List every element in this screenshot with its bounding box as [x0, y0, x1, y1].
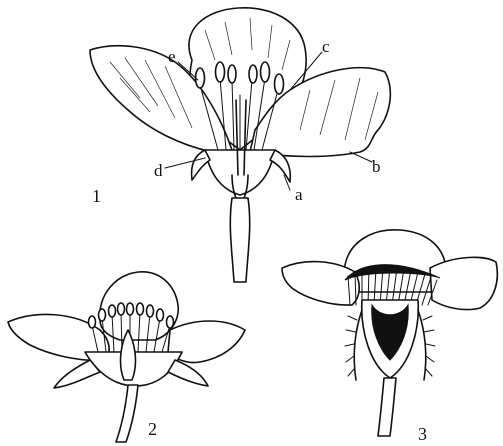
flower-1: a b c d e 1 [90, 8, 390, 282]
label-b: b [372, 157, 381, 176]
flower-2: 2 [8, 272, 245, 442]
label-a: a [295, 185, 303, 204]
flower-1-pedicel [230, 198, 249, 282]
flower-3: 3 [282, 230, 497, 444]
label-d: d [154, 161, 163, 180]
flower-2-sepal-left [54, 360, 100, 388]
flower-3-right-petal [430, 257, 497, 309]
figure-number-1: 1 [92, 186, 101, 206]
figure-number-2: 2 [148, 419, 157, 439]
label-c: c [322, 37, 330, 56]
flower-2-pedicel [116, 385, 138, 442]
figure-number-3: 3 [418, 424, 427, 444]
flower-3-pedicel [378, 378, 396, 436]
flower-1-hypanthium [205, 150, 275, 195]
flower-2-sepal-right [168, 360, 208, 386]
label-e: e [168, 47, 176, 66]
flower-1-sepal-left [192, 150, 210, 180]
flower-3-left-petal [282, 262, 359, 305]
